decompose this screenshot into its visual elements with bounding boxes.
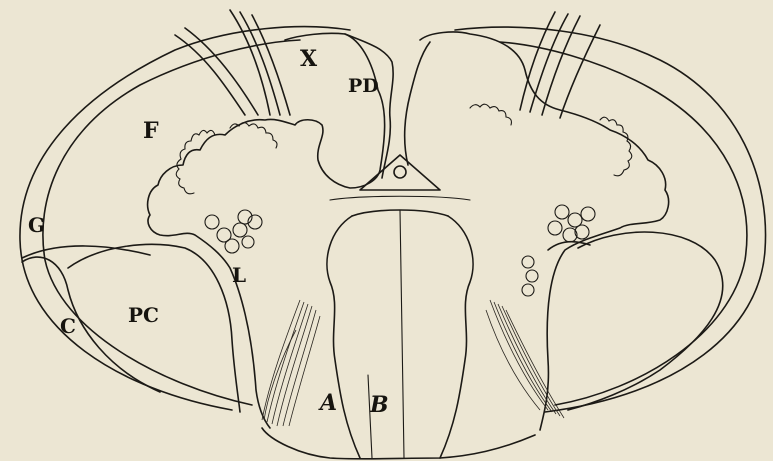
label-b: B (369, 392, 389, 418)
label-c: C (60, 314, 76, 338)
label-x: X (300, 46, 318, 72)
label-g: G (28, 213, 45, 237)
label-pc: PC (128, 303, 159, 327)
label-f: F (143, 118, 159, 144)
label-a: A (318, 390, 337, 416)
label-pd: PD (348, 75, 379, 97)
label-l: L (232, 263, 246, 287)
